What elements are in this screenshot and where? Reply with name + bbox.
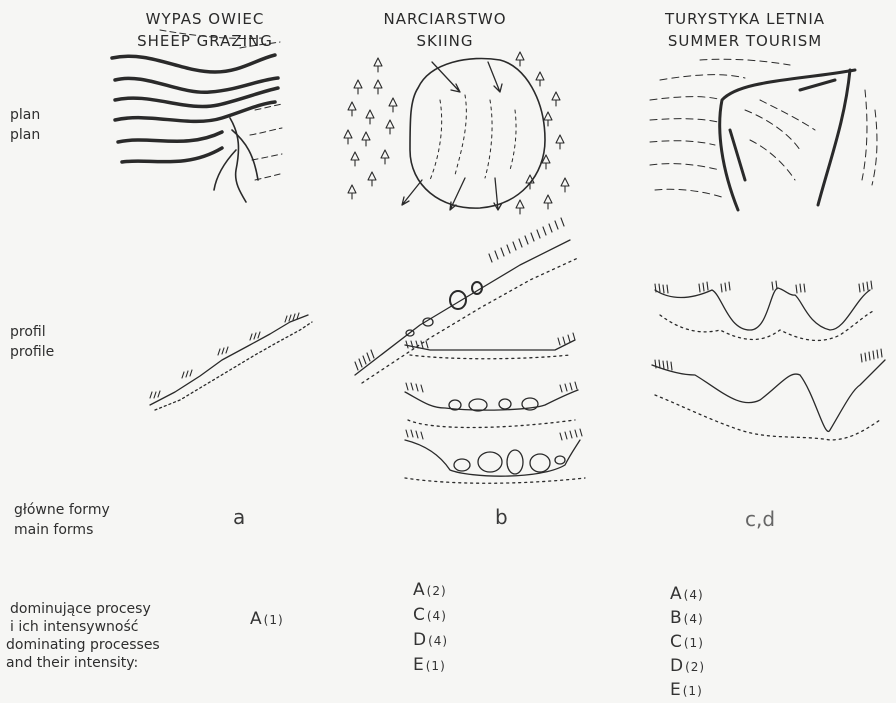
sheep-plan-sketch	[112, 30, 282, 202]
grass-icons	[655, 281, 882, 370]
skiing-plan-sketch	[344, 52, 569, 214]
tourism-plan-sketch	[650, 59, 877, 210]
skiing-profile-sketch	[355, 218, 585, 483]
grass-icons	[355, 218, 564, 370]
tourism-profile-sketch	[652, 281, 885, 440]
sheep-profile-sketch	[150, 313, 312, 410]
tree-icons	[344, 52, 569, 214]
grass-icons	[150, 313, 299, 398]
